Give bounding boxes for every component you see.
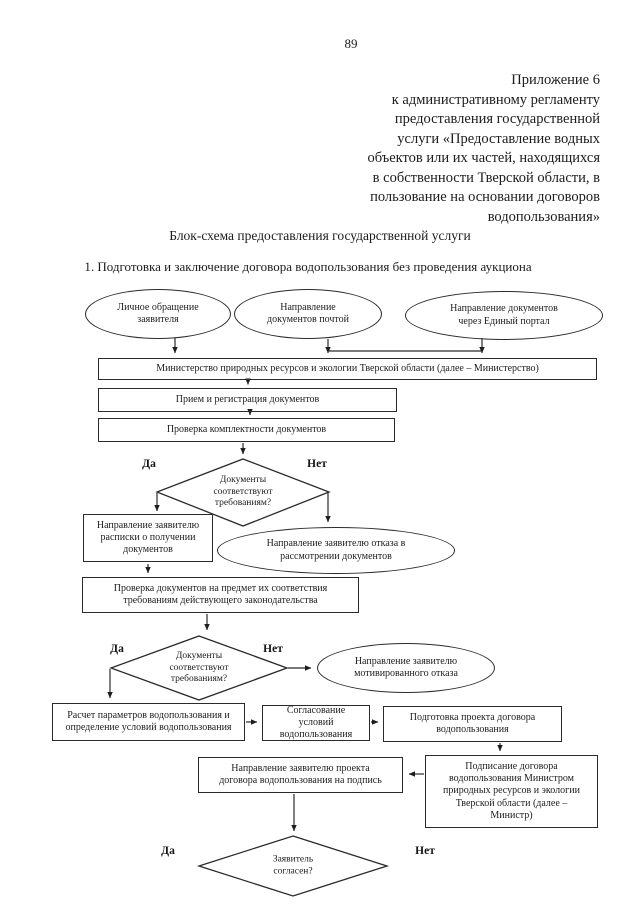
decision2-yes-label: Да	[110, 643, 124, 655]
decision1-yes-label: Да	[142, 458, 156, 470]
appendix-header: Приложение 6 к административному регламе…	[230, 71, 600, 227]
appendix-line: в собственности Тверской области, в	[372, 169, 600, 186]
decision1-no-label: Нет	[307, 458, 327, 470]
decision2-no-label: Нет	[263, 643, 283, 655]
appendix-line: объектов или их частей, находящихся	[367, 150, 600, 166]
decision1-label: Документы соответствуют требованиям?	[213, 474, 273, 508]
decision3-no-label: Нет	[415, 845, 435, 857]
ellipse-motivated-refusal: Направление заявителю мотивированного от…	[317, 643, 495, 693]
box-receipt-to-applicant: Направление заявителю расписки о получен…	[83, 514, 213, 562]
start-ellipse-personal-visit: Личное обращение заявителя	[85, 289, 231, 339]
box-legal-compliance-check: Проверка документов на предмет их соотве…	[82, 577, 359, 613]
decision3-diamond	[196, 835, 390, 897]
document-title: Блок-схема предоставления государственно…	[169, 228, 471, 243]
decision1-diamond	[155, 458, 331, 527]
box-terms-agreement: Согласование условий водопользования	[262, 705, 370, 741]
box-parameters-calculation: Расчет параметров водопользования и опре…	[52, 703, 245, 741]
appendix-line: Приложение 6	[511, 72, 600, 88]
decision2-diamond	[109, 635, 289, 701]
box-contract-signing-by-minister: Подписание договора водопользования Мини…	[425, 755, 598, 828]
page-number: 89	[344, 36, 358, 51]
box-draft-contract-preparation: Подготовка проекта договора водопользова…	[383, 706, 562, 742]
decision3-yes-label: Да	[161, 845, 175, 857]
box-draft-sent-for-signature: Направление заявителю проекта договора в…	[198, 757, 403, 793]
decision3-label: Заявитель согласен?	[272, 854, 314, 877]
start-ellipse-mail: Направление документов почтой	[234, 289, 382, 339]
appendix-line: пользование на основании договоров	[370, 189, 600, 205]
appendix-line: водопользования»	[487, 208, 600, 225]
start-ellipse-portal: Направление документов через Единый порт…	[405, 291, 603, 340]
box-completeness-check: Проверка комплектности документов	[98, 418, 395, 442]
box-reception-registration: Прием и регистрация документов	[98, 388, 397, 412]
ellipse-refusal-to-review: Направление заявителю отказа в рассмотре…	[217, 527, 455, 574]
appendix-line: к административному регламенту	[391, 91, 600, 108]
box-ministry: Министерство природных ресурсов и эколог…	[98, 358, 597, 380]
decision2-label: Документы соответствуют требованиям?	[169, 650, 229, 684]
appendix-line: предоставления государственной	[394, 111, 600, 127]
section-title: 1. Подготовка и заключение договора водо…	[84, 259, 532, 274]
appendix-line: услуги «Предоставление водных	[397, 130, 600, 147]
